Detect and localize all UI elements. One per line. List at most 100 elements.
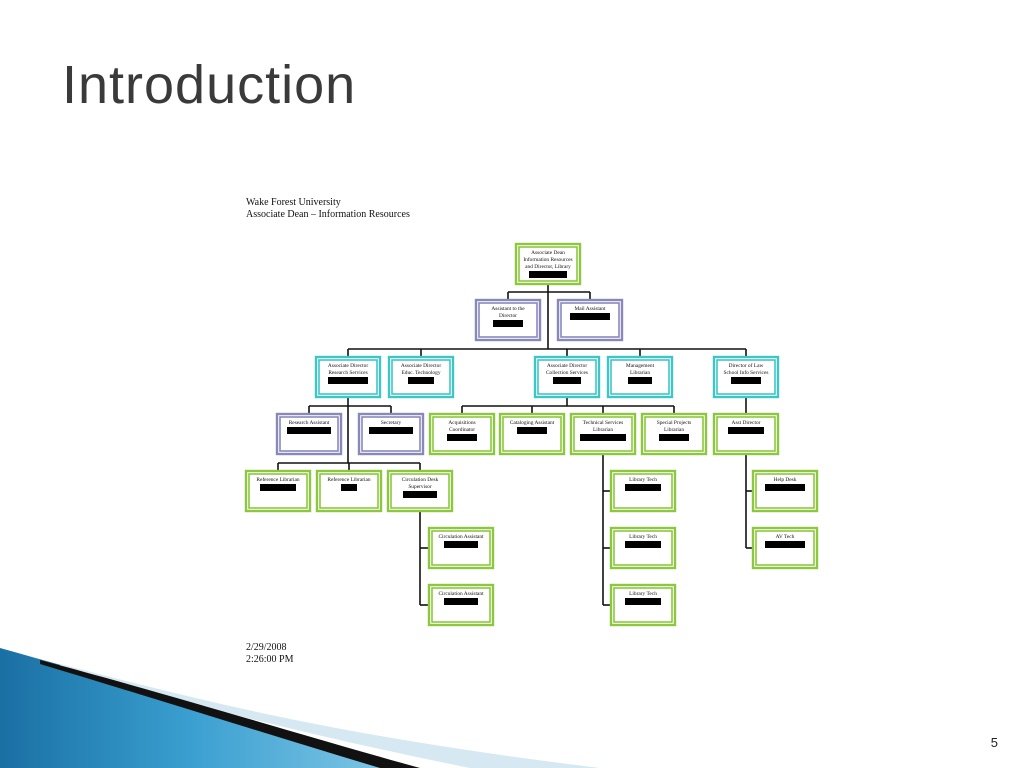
- org-node-inner-border: [716, 359, 776, 395]
- redaction-bar: [765, 541, 805, 548]
- redaction-bar: [447, 434, 477, 441]
- org-node-border: [498, 412, 566, 456]
- org-node-inner-border: [319, 473, 379, 509]
- org-node-inner-border: [755, 530, 815, 566]
- org-node-lib-tech-2: Library Tech: [609, 526, 677, 570]
- org-node-label: Educ. Technology: [401, 370, 440, 376]
- redaction-bar: [408, 377, 434, 384]
- org-node-label: Reference Librarian: [256, 476, 300, 483]
- org-node-label: Associate Director: [547, 363, 587, 369]
- org-node-cat-asst: Cataloging Assistant: [498, 412, 566, 456]
- org-node-circ-asst-1: Circulation Assistant: [427, 526, 495, 570]
- org-node-label: Librarian: [593, 427, 613, 433]
- org-node-inner-border: [644, 416, 704, 452]
- org-node-label: Mail Assistant: [575, 306, 607, 312]
- chart-header-dept: Associate Dean – Information Resources: [246, 209, 410, 220]
- chart-timestamp: 2/29/2008 2:26:00 PM: [246, 642, 294, 666]
- redaction-bar: [731, 377, 761, 384]
- org-node-label: Asst Director: [732, 420, 761, 426]
- redaction-bar: [628, 377, 652, 384]
- org-node-label: Secretary: [381, 420, 402, 426]
- org-node-label: Coordinator: [449, 427, 475, 433]
- redaction-bar: [341, 484, 357, 491]
- org-node-label: Director: [499, 313, 517, 319]
- redaction-bar: [625, 598, 661, 605]
- org-node-inner-border: [518, 246, 578, 282]
- org-node-inner-border: [613, 587, 673, 623]
- org-node-label: Associate Director: [401, 363, 441, 369]
- redaction-bar: [444, 541, 478, 548]
- org-node-lib-tech-3: Library Tech: [609, 583, 677, 627]
- org-node-label: Information Resources: [523, 256, 572, 263]
- redaction-bar: [287, 427, 331, 434]
- slide-title: Introduction: [62, 55, 357, 115]
- org-node-inner-border: [279, 416, 339, 452]
- org-node-inner-border: [502, 416, 562, 452]
- org-node-label: Director of Law: [729, 362, 764, 369]
- org-node-ref-lib-2: Reference Librarian: [315, 469, 383, 513]
- redaction-bar: [328, 377, 368, 384]
- org-node-ref-lib-1: Reference Librarian: [244, 469, 312, 513]
- org-node-inner-border: [755, 473, 815, 509]
- org-node-label: Research Assistant: [289, 420, 330, 426]
- redaction-bar: [260, 484, 296, 491]
- org-node-label: Circulation Assistant: [438, 591, 484, 597]
- redaction-bar: [580, 434, 626, 441]
- org-node-research-asst: Research Assistant: [275, 412, 343, 456]
- org-node-label: School Info Services: [724, 369, 769, 376]
- org-node-label: Associate Dean: [531, 250, 565, 256]
- org-node-label: Management: [626, 363, 655, 369]
- org-node-border: [387, 355, 455, 399]
- redaction-bar: [529, 271, 567, 278]
- org-node-inner-border: [537, 359, 597, 395]
- org-node-inner-border: [391, 359, 451, 395]
- org-node-border: [474, 298, 542, 342]
- redaction-bar: [570, 313, 610, 320]
- redaction-bar: [444, 598, 478, 605]
- redaction-bar: [625, 484, 661, 491]
- org-node-label: Circulation Desk: [402, 477, 439, 483]
- org-node-secretary: Secretary: [357, 412, 425, 456]
- org-node-inner-border: [431, 530, 491, 566]
- org-node-asst-director-law: Asst Director: [712, 412, 780, 456]
- org-node-label: Library Tech: [629, 534, 657, 540]
- org-node-inner-border: [478, 302, 538, 338]
- org-node-mail-asst: Mail Assistant: [556, 298, 624, 342]
- org-node-av-tech: AV Tech: [751, 526, 819, 570]
- redaction-bar: [369, 427, 413, 434]
- redaction-bar: [728, 427, 764, 434]
- org-node-label: Library Tech: [629, 477, 657, 483]
- redaction-bar: [765, 484, 805, 491]
- org-node-label: Associate Director: [328, 363, 368, 369]
- chart-date: 2/29/2008: [246, 642, 287, 653]
- org-node-label: Librarian: [664, 427, 684, 433]
- redaction-bar: [553, 377, 581, 384]
- chart-header-org: Wake Forest University: [246, 197, 341, 208]
- org-node-label: Acquisitions: [448, 420, 475, 426]
- org-node-label: Reference Librarian: [327, 476, 371, 483]
- org-node-label: Collection Services: [546, 370, 588, 376]
- org-node-label: Research Services: [328, 370, 367, 376]
- org-node-inner-border: [248, 473, 308, 509]
- org-node-inner-border: [610, 359, 670, 395]
- redaction-bar: [625, 541, 661, 548]
- org-node-label: Cataloging Assistant: [510, 420, 555, 426]
- org-node-label: Technical Services: [583, 420, 623, 426]
- org-node-label: and Director, Library: [525, 264, 571, 270]
- org-node-inner-border: [390, 473, 450, 509]
- org-node-inner-border: [432, 416, 492, 452]
- redaction-bar: [517, 427, 547, 434]
- org-node-label: Library Tech: [629, 591, 657, 597]
- redaction-bar: [493, 320, 523, 327]
